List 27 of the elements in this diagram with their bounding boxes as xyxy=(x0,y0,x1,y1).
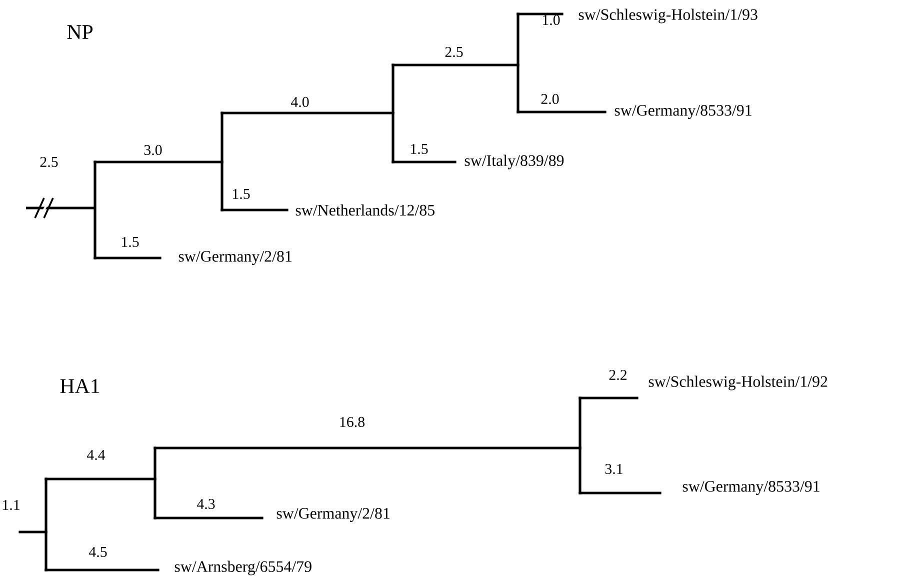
strain-name: sw/Germany/2/81 xyxy=(276,508,390,522)
strain-name: sw/Germany/8533/91 xyxy=(614,104,752,120)
branch-length: 1.5 xyxy=(232,188,250,200)
branch-length: 2.2 xyxy=(609,370,627,380)
branch-length: 1.1 xyxy=(2,500,20,510)
branch-length: 4.3 xyxy=(196,498,215,510)
branch-length: 1.5 xyxy=(410,144,428,154)
branch-length: 2.5 xyxy=(40,156,58,168)
strain-name: sw/Italy/839/89 xyxy=(464,154,564,170)
panel-heading: NP xyxy=(67,25,93,39)
branch-length: 2.5 xyxy=(445,46,463,58)
strain-name: sw/Germany/8533/91 xyxy=(682,480,820,495)
branch-length: 16.8 xyxy=(340,416,365,428)
strain-name: sw/Schleswig-Holstein/1/93 xyxy=(578,8,758,24)
branch-length: 2.0 xyxy=(541,94,559,104)
branch-length: 4.5 xyxy=(88,546,107,558)
branch-length: 3.1 xyxy=(605,464,622,474)
branch-length: 1.0 xyxy=(542,14,560,26)
strain-name: sw/Netherlands/12/85 xyxy=(296,204,434,216)
strain-name: sw/Arnsberg/6554/79 xyxy=(174,560,312,576)
branch-length: 3.0 xyxy=(144,144,162,156)
branch-length: 1.5 xyxy=(122,236,139,248)
branch-length: 4.4 xyxy=(86,450,106,460)
strain-name: sw/Schleswig-Holstein/1/92 xyxy=(648,376,828,390)
panel-heading: HA1 xyxy=(60,379,100,393)
branch-length: 4.0 xyxy=(290,96,309,108)
strain-name: sw/Germany/2/81 xyxy=(178,250,292,266)
